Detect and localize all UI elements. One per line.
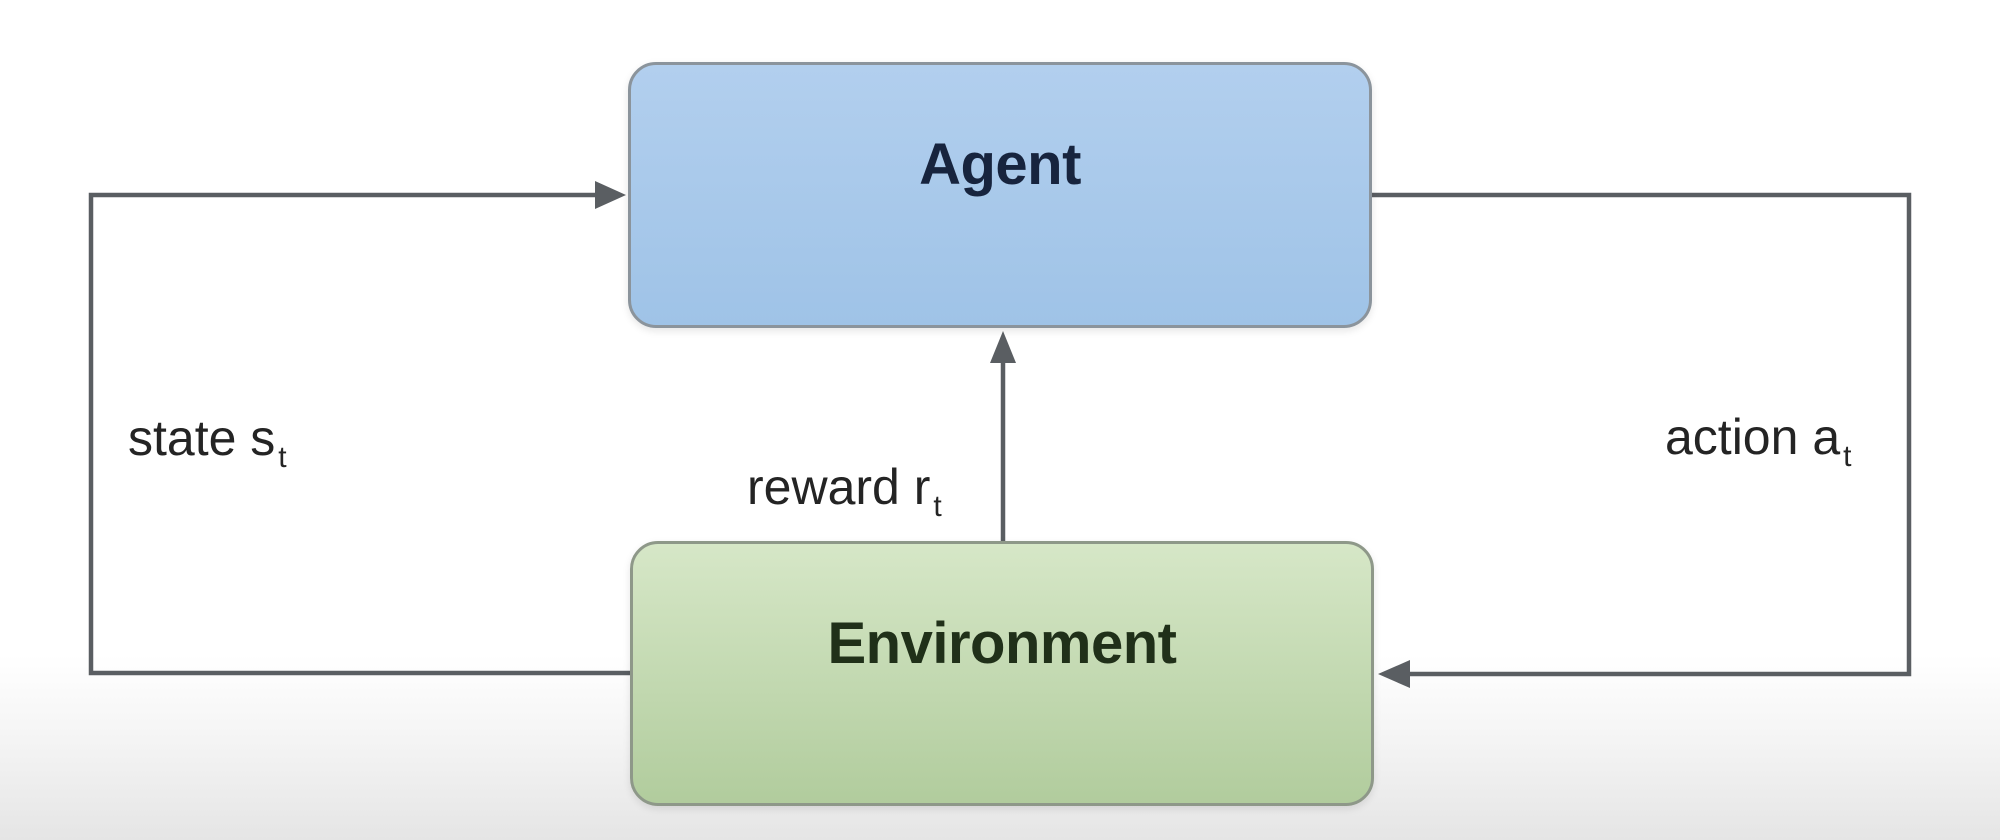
action-connector-line (1372, 192, 1912, 677)
environment-label: Environment (827, 610, 1178, 676)
environment-node: Environment (630, 541, 1374, 806)
state-arrowhead-icon (595, 181, 626, 209)
action-arrowhead-icon (1378, 660, 1410, 688)
state-edge-subscript: t (278, 441, 287, 474)
reward-arrowhead-icon (990, 331, 1016, 363)
action-edge-text: action a (1665, 409, 1841, 465)
action-edge-subscript: t (1843, 440, 1852, 473)
reward-edge-text: reward r (747, 459, 931, 515)
state-connector (88, 181, 630, 676)
reward-edge-subscript: t (933, 490, 942, 523)
agent-node: Agent (628, 62, 1372, 328)
reward-connector (990, 331, 1016, 541)
state-connector-line (88, 192, 630, 676)
action-connector (1372, 192, 1912, 688)
agent-label: Agent (919, 132, 1081, 197)
state-edge-text: state s (128, 410, 276, 466)
